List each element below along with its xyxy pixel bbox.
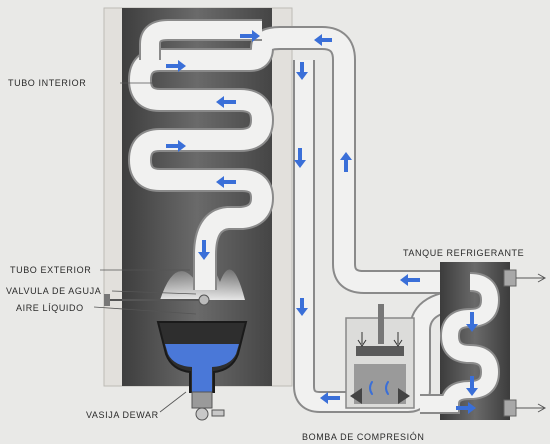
tank-outlet-port xyxy=(503,399,517,417)
flow-arrow-icon xyxy=(296,62,308,80)
flow-arrow-icon xyxy=(466,376,478,396)
flow-arrows xyxy=(166,30,478,414)
pump-flow-squiggles xyxy=(369,381,389,395)
squiggle-arrow-icon xyxy=(369,381,373,395)
label-valvula-aguja: VALVULA DE AGUJA xyxy=(6,286,101,296)
needle-valve-body xyxy=(198,294,210,306)
squiggle-arrow-icon xyxy=(385,381,389,395)
flow-arrow-icon xyxy=(320,392,340,404)
flow-arrow-icon xyxy=(296,298,308,316)
flow-arrow-icon xyxy=(400,274,420,286)
pump-piston xyxy=(356,346,404,356)
dewar-tap-handle[interactable] xyxy=(211,409,225,417)
flow-arrow-icon xyxy=(166,60,186,72)
flow-arrow-icon xyxy=(294,148,306,168)
flow-arrow-icon xyxy=(456,402,476,414)
flow-arrow-icon xyxy=(314,34,332,46)
tank-inlet-port xyxy=(503,269,517,287)
label-bomba-compresion: BOMBA DE COMPRESIÓN xyxy=(302,432,424,442)
dewar-spout xyxy=(191,391,213,409)
leader-lines xyxy=(93,82,197,413)
tank-arrow-in-icon xyxy=(537,273,547,283)
pump-down-arrow-left-icon xyxy=(357,332,367,347)
flow-arrow-icon xyxy=(216,96,236,108)
pump-valve-left xyxy=(350,388,362,404)
label-tubo-interior: TUBO INTERIOR xyxy=(8,78,86,88)
label-tanque-refrigerante: TANQUE REFRIGERANTE xyxy=(403,248,524,258)
flow-arrow-icon xyxy=(466,312,478,332)
flow-arrow-icon xyxy=(216,176,236,188)
pump-rod xyxy=(378,304,384,344)
dewar-tap-icon[interactable] xyxy=(195,407,209,421)
flow-arrow-icon xyxy=(340,152,352,172)
label-aire-liquido: AIRE LÍQUIDO xyxy=(16,303,84,313)
pump-cylinder xyxy=(354,364,406,404)
tank-arrow-out-icon xyxy=(537,403,547,413)
needle-valve-knob-icon[interactable] xyxy=(104,294,110,306)
pump-down-arrow-right-icon xyxy=(393,332,403,347)
label-vasija-dewar: VASIJA DEWAR xyxy=(86,410,159,420)
pump-valve-right xyxy=(398,388,410,404)
liquid-air xyxy=(165,344,239,392)
flow-arrow-icon xyxy=(166,140,186,152)
label-tubo-exterior: TUBO EXTERIOR xyxy=(10,265,91,275)
flow-arrow-icon xyxy=(240,30,260,42)
flow-arrow-icon xyxy=(198,240,210,260)
